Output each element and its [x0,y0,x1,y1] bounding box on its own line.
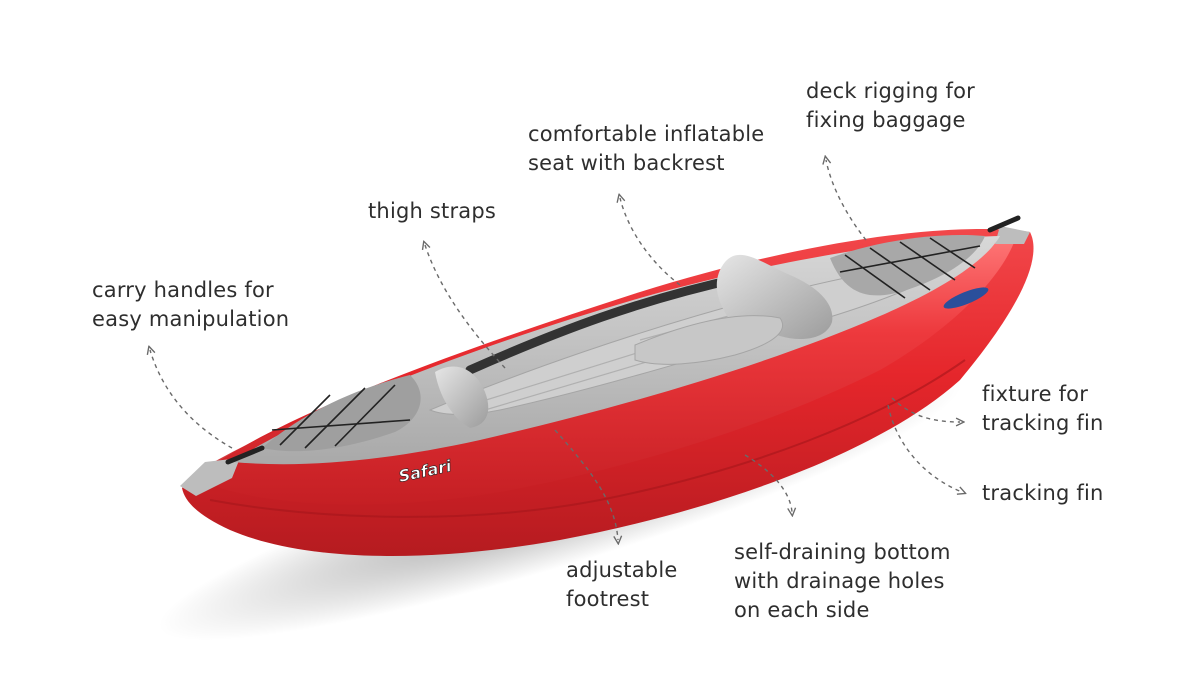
arrow-footrest [554,429,618,540]
front-deck-area [262,375,421,452]
label-line: seat with backrest [528,151,725,175]
label-deck-rigging: deck rigging for fixing baggage [806,77,975,135]
label-line: on each side [734,598,870,622]
arrow-seat [620,198,681,286]
label-line: easy manipulation [92,307,290,331]
seat-cushion [634,315,783,365]
arrow-thigh-straps [425,245,506,369]
arrow-fixture-fin [891,397,960,422]
bow-carry-handle [225,445,265,465]
kayak-bow-cap [180,458,240,496]
arrow-carry-handles [150,350,233,449]
label-line: adjustable [566,558,678,582]
label-tracking-fin: tracking fin [982,479,1104,508]
label-seat: comfortable inflatable seat with backres… [528,120,764,178]
label-line: fixing baggage [806,108,966,132]
label-line: tracking fin [982,411,1104,435]
footrest [435,366,489,428]
label-line: comfortable inflatable [528,122,765,146]
rear-deck-area [830,234,985,296]
label-fixture-fin: fixture for tracking fin [982,380,1104,438]
label-line: footrest [566,587,650,611]
label-thigh-straps: thigh straps [368,197,496,226]
label-line: self-draining bottom [734,540,951,564]
label-line: deck rigging for [806,79,975,103]
label-carry-handles: carry handles for easy manipulation [92,276,289,334]
label-line: thigh straps [368,199,497,223]
label-line: tracking fin [982,481,1104,505]
callout-arrows [150,160,962,540]
label-footrest: adjustable footrest [566,556,677,614]
kayak-stern-cap [995,226,1030,244]
label-line: with drainage holes [734,569,945,593]
thigh-strap [465,273,745,375]
label-line: fixture for [982,382,1089,406]
rear-rigging [839,237,981,299]
hull-seam [209,359,966,518]
stern-handle [987,215,1021,233]
label-drain-bottom: self-draining bottom with drainage holes… [734,538,951,625]
arrow-drain-bottom [744,454,792,512]
label-line: carry handles for [92,278,274,302]
arrow-deck-rigging [826,160,867,241]
arrow-tracking-fin [887,404,962,492]
front-rigging [271,384,411,449]
brand-badge [943,287,989,309]
